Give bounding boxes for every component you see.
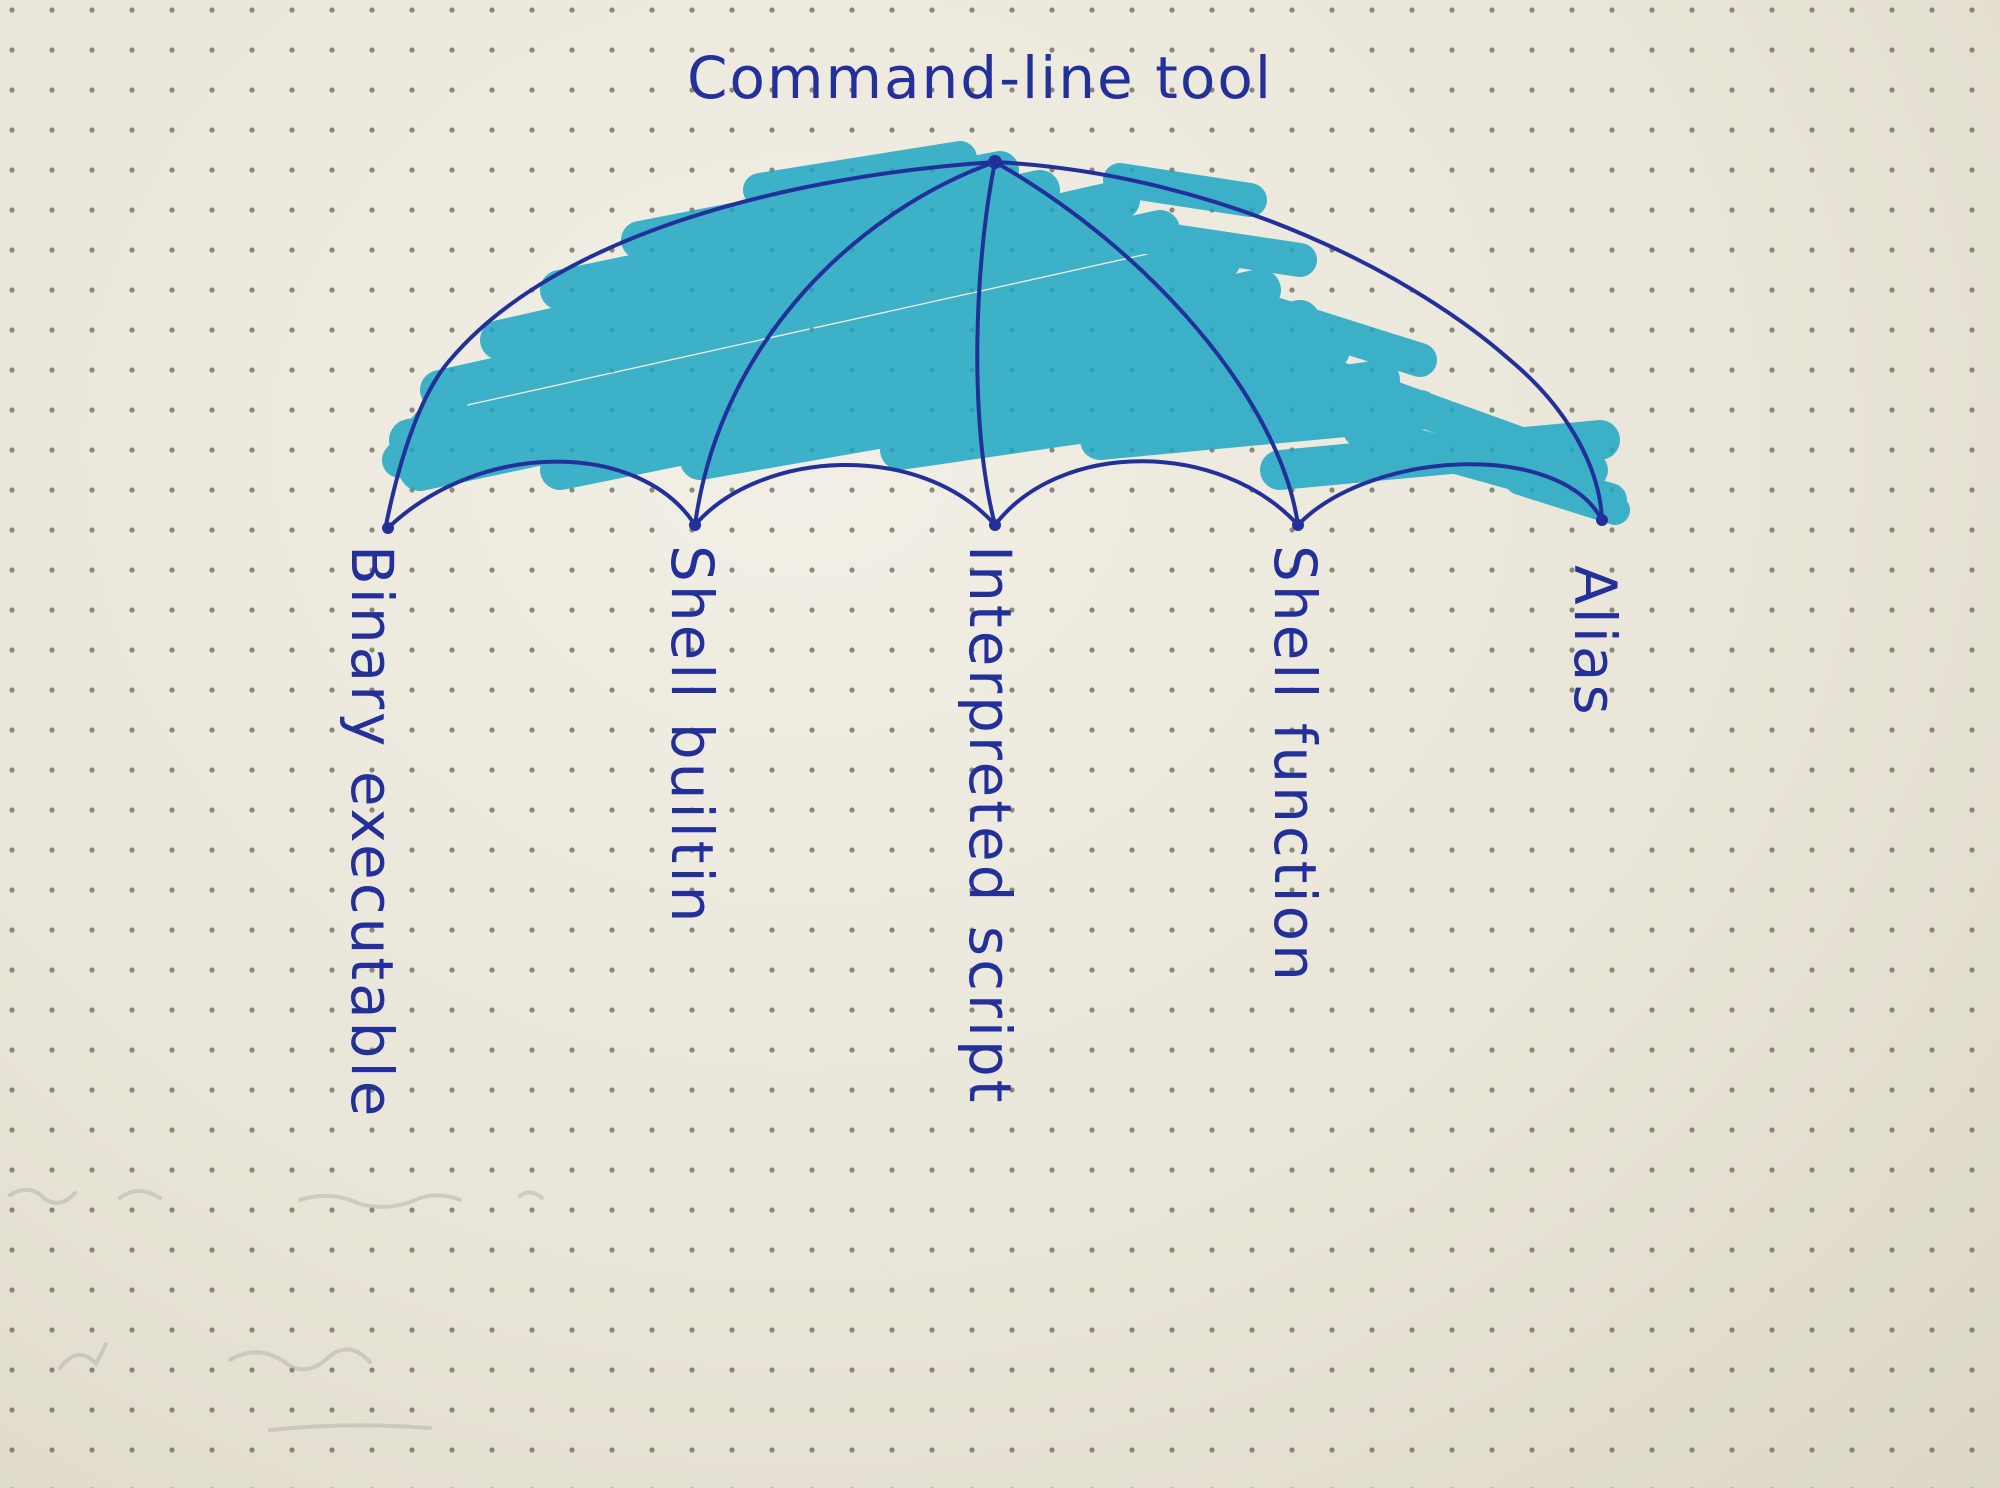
show-through-marks [8, 1187, 544, 1432]
diagram-title: Command-line tool [687, 44, 1273, 112]
canopy-right-edge [993, 160, 1604, 522]
rib-tip-dot-4 [1292, 519, 1304, 531]
scallop-3 [993, 459, 1300, 527]
rib-tip-dot-3 [989, 519, 1001, 531]
umbrella-canopy [382, 155, 1608, 534]
canopy-left-edge [383, 160, 997, 532]
rib-shell-function [993, 160, 1300, 527]
scallop-1 [386, 459, 697, 530]
canopy-top-dot [988, 155, 1002, 169]
label-alias: Alias [1561, 565, 1629, 718]
rib-tip-dot-5 [1596, 514, 1608, 526]
scallop-2 [693, 463, 997, 527]
scallop-4 [1296, 462, 1604, 527]
rib-interpreted [975, 160, 997, 527]
label-shell-builtin: Shell builtin [658, 545, 726, 925]
category-labels: Binary executable Shell builtin Interpre… [338, 545, 1629, 1119]
rib-tip-dot-1 [382, 522, 394, 534]
label-interpreted-script: Interpreted script [956, 545, 1024, 1106]
rib-tip-dot-2 [689, 519, 701, 531]
label-binary-executable: Binary executable [338, 545, 406, 1119]
label-shell-function: Shell function [1261, 545, 1329, 984]
rib-binary [693, 160, 997, 527]
